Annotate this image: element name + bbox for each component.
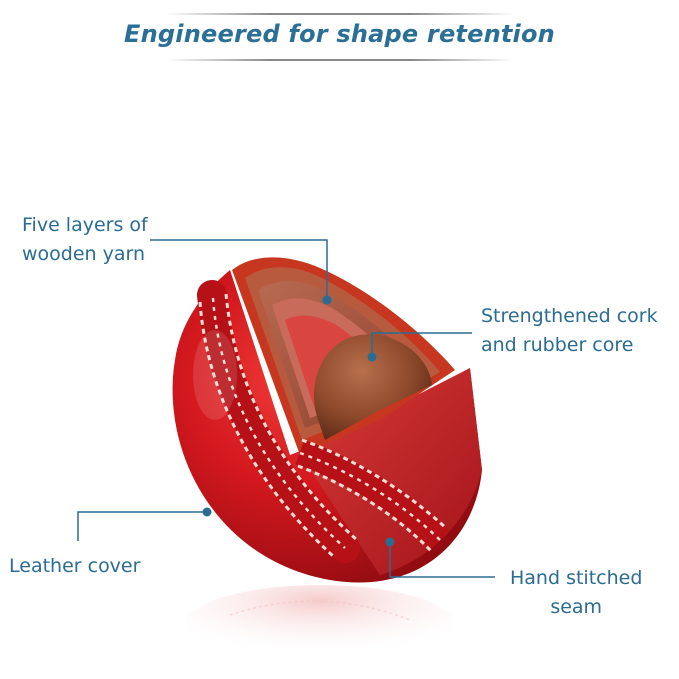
title-rule-bottom [165,59,515,61]
callout-dot-core [367,352,377,362]
title-rule-top [165,13,515,15]
cork-core [314,334,432,440]
callout-lines [77,239,495,578]
reflection-seam [229,600,411,621]
leather-highlight [193,330,237,420]
callout-line-core [371,332,472,357]
callout-line-layers [150,239,328,300]
callout-core-line1: Strengthened cork [481,305,658,327]
page-title: Engineered for shape retention [124,20,555,48]
callout-seam-line1: Hand stitched [510,567,643,589]
callout-seam-line2: seam [550,596,603,618]
wedge-stitch-2 [299,451,441,541]
callout-layers-line2: wooden yarn [22,243,146,265]
callout-dot-layers [322,295,332,305]
callout-core-line2: and rubber core [481,334,634,356]
wedge-stitch-3 [297,464,434,554]
callout-label-cover: Leather cover [9,552,140,581]
callout-dot-cover [202,507,212,517]
callout-line-seam [389,542,495,578]
callout-label-core: Strengthened cork and rubber core [481,302,658,360]
wedge-stitch-1 [301,438,448,530]
callout-dots [202,295,395,547]
callout-line-cover [77,511,207,541]
ball-reflection [185,585,455,665]
callout-dot-seam [385,537,395,547]
callout-layers-line1: Five layers of [22,214,148,236]
callout-label-layers: Five layers of wooden yarn [22,211,148,269]
seam-stitch-center [211,297,346,549]
callout-cover-line1: Leather cover [9,555,141,577]
callout-label-seam: Hand stitched seam [510,564,642,622]
